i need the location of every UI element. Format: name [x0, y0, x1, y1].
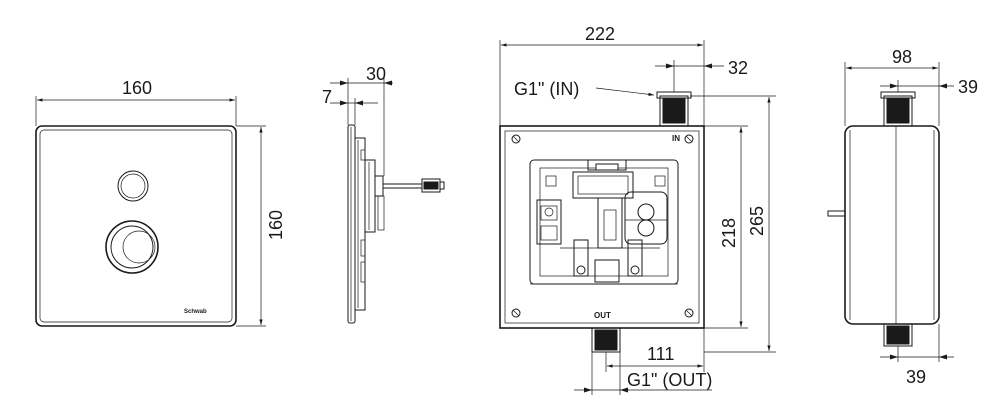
inlet-offset-label: 32 [728, 58, 748, 78]
inlet-label: G1" (IN) [514, 79, 579, 99]
front-view: Schwab 160 160 [35, 78, 286, 327]
box-view: IN OUT 222 32 G1" (IN) 218 [499, 24, 776, 395]
out-marker: OUT [594, 311, 611, 320]
side-body [354, 137, 366, 311]
inner-height-label: 218 [719, 218, 739, 248]
brand-logo: Schwab [184, 309, 207, 315]
front-width-label: 160 [122, 78, 152, 98]
screw-icon [511, 308, 521, 318]
profile-view: 98 39 39 [827, 47, 978, 387]
profile-bottom-offset-label: 39 [906, 367, 926, 387]
side-plate-label: 7 [322, 87, 332, 107]
side-depth-label: 30 [366, 64, 386, 84]
front-height-label: 160 [266, 210, 286, 240]
profile-body [844, 125, 940, 325]
outlet-label: G1" (OUT) [627, 370, 712, 390]
side-view: 30 7 [322, 64, 445, 324]
box-outer [499, 125, 705, 329]
cover-plate-outer [35, 125, 237, 327]
box-inner [504, 130, 700, 324]
large-flush-button-ring [110, 225, 154, 269]
cover-plate-inner [39, 129, 233, 323]
screw-icon [511, 134, 521, 144]
profile-width-label: 98 [892, 47, 912, 67]
outer-height-label: 265 [747, 206, 767, 236]
outlet-pipe [591, 327, 621, 353]
screw-icon [684, 134, 694, 144]
large-flush-button-inner [122, 230, 156, 264]
profile-top-pipe [883, 95, 913, 127]
small-flush-button-ring [120, 173, 146, 199]
valve-mechanism [529, 159, 679, 285]
in-marker: IN [672, 134, 680, 143]
side-plate [347, 124, 356, 324]
inlet-pipe [656, 91, 692, 127]
profile-side-tab [827, 210, 846, 217]
screw-icon [684, 308, 694, 318]
large-flush-button [105, 220, 159, 274]
profile-top-offset-label: 39 [958, 77, 978, 97]
outlet-offset-label: 111 [647, 344, 674, 364]
inlet-leader [595, 87, 655, 96]
small-flush-button [117, 170, 149, 202]
box-width-label: 222 [585, 24, 615, 44]
